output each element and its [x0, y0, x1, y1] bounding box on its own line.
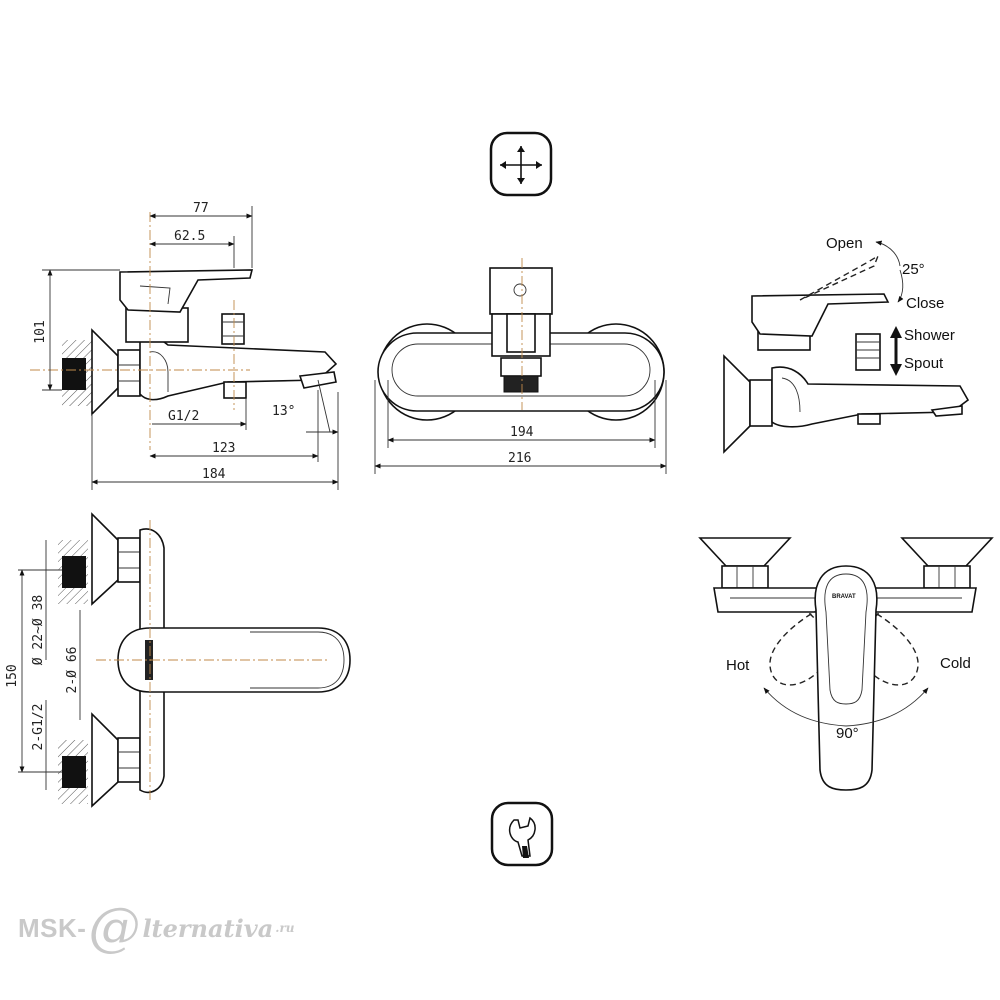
label-hot: Hot	[726, 657, 750, 674]
operation-view: Open 25° Close Shower Spout	[723, 235, 970, 454]
dim-216: 216	[508, 451, 531, 466]
watermark: MSK- @ lternativa .ru	[18, 898, 295, 958]
label-angle-90: 90°	[836, 725, 859, 742]
wall-mount-cross-icon	[489, 131, 553, 197]
dim-dia-66: 2-Ø 66	[65, 647, 80, 694]
dim-angle-13: 13°	[272, 404, 295, 419]
label-shower: Shower	[904, 327, 955, 344]
watermark-text: lternativa	[142, 913, 274, 943]
wrench-install-icon	[490, 801, 554, 867]
watermark-brand: MSK-	[18, 912, 87, 943]
wall-pipe	[62, 358, 86, 390]
dim-194: 194	[510, 425, 534, 440]
brand-mark: BRAVAT	[832, 594, 856, 600]
side-view: 77 62.5 101 G1/2 13° 123 184	[30, 201, 339, 490]
label-cold: Cold	[940, 655, 971, 672]
dim-g12-pair: 2-G1/2	[31, 704, 46, 751]
watermark-at-logo: @	[88, 898, 141, 958]
label-open: Open	[826, 235, 863, 252]
dim-77: 77	[193, 201, 209, 216]
dim-62-5: 62.5	[174, 229, 205, 244]
watermark-tld: .ru	[275, 921, 295, 935]
plan-view: 150 Ø 22~Ø 38 2-Ø 66 2-G1/2	[5, 512, 351, 808]
dim-150: 150	[5, 664, 20, 687]
dim-101: 101	[33, 320, 48, 343]
label-close: Close	[906, 295, 944, 312]
dim-184: 184	[202, 467, 226, 482]
label-spout: Spout	[904, 355, 944, 372]
front-view: 194 216	[374, 258, 667, 474]
label-angle-25: 25°	[902, 261, 925, 278]
dim-g12-side: G1/2	[168, 409, 199, 424]
temperature-view: BRAVAT Hot Cold 90°	[698, 537, 994, 791]
dim-dia-22-38: Ø 22~Ø 38	[31, 595, 46, 665]
dim-123: 123	[212, 441, 235, 456]
